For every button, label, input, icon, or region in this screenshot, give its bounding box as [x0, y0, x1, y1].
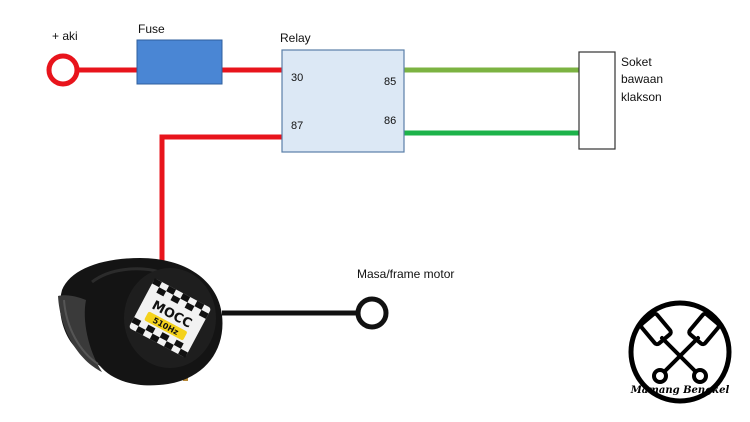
battery-terminal: + aki — [46, 29, 80, 87]
relay-pin-87: 87 — [291, 120, 303, 132]
relay-label: Relay — [280, 31, 311, 45]
horn-sticker-bg — [129, 279, 211, 357]
horn-spiral — [91, 267, 161, 284]
relay-pin-85: 85 — [384, 76, 396, 88]
horn-sticker: MOCC 510Hz — [129, 278, 211, 358]
ground-terminal-ring — [355, 296, 389, 330]
socket-label-line3: klakson — [621, 90, 662, 104]
wire-relay-87-to-horn — [159, 134, 282, 262]
horn-socket: Soket bawaan klakson — [578, 51, 663, 150]
relay-body — [281, 49, 405, 153]
horn-checker-strip — [131, 278, 209, 358]
relay: Relay 30 87 85 86 — [280, 31, 405, 153]
horn-socket-body — [578, 51, 616, 150]
piston-icon — [639, 311, 721, 384]
horn-mouth-rim — [63, 299, 99, 365]
mamang-bengkel-logo: Mamang Bengkel — [628, 300, 732, 404]
horn-mouth — [58, 295, 102, 372]
ground-terminal: Masa/frame motor — [355, 267, 454, 330]
ground-label: Masa/frame motor — [357, 267, 454, 281]
socket-label-line1: Soket — [621, 55, 652, 69]
battery-label: + aki — [52, 29, 78, 43]
wires — [79, 67, 579, 316]
relay-pin-86: 86 — [384, 115, 396, 127]
fuse-body — [136, 39, 223, 85]
battery-terminal-ring — [46, 53, 80, 87]
fuse-label: Fuse — [138, 22, 165, 36]
horn: MOCC 510Hz — [58, 258, 223, 386]
relay-pin-30: 30 — [291, 72, 303, 84]
fuse: Fuse — [136, 22, 223, 85]
logo-text: Mamang Bengkel — [630, 385, 730, 396]
socket-label-line2: bawaan — [621, 72, 663, 86]
horn-spec-badge — [144, 311, 187, 340]
